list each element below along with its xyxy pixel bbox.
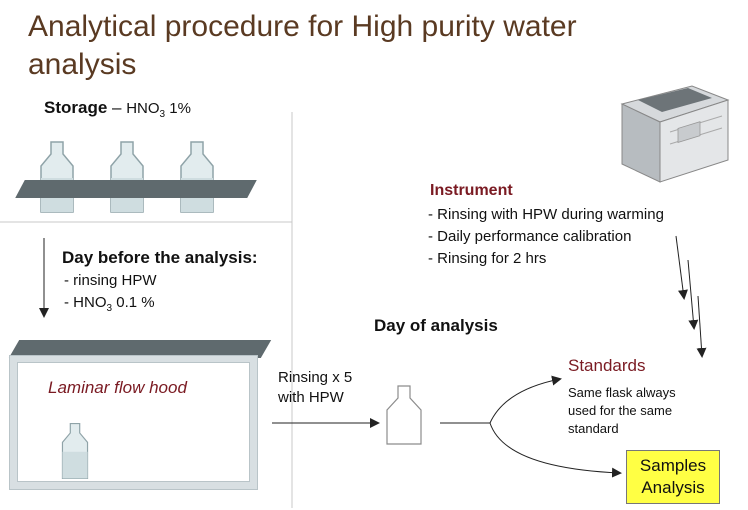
- storage-label: Storage – HNO3 1%: [44, 98, 191, 120]
- instrument-item-3: - Rinsing for 2 hrs: [428, 250, 547, 267]
- instrument-item-2: - Daily performance calibration: [428, 228, 632, 245]
- hood-label: Laminar flow hood: [48, 378, 187, 397]
- samples-analysis-box: Samples Analysis: [626, 450, 720, 504]
- storage-label-bold: Storage: [44, 98, 108, 117]
- rinsing-label: Rinsing x 5 with HPW: [278, 368, 352, 408]
- standards-title: Standards: [568, 356, 646, 375]
- storage-dash: –: [107, 98, 127, 117]
- storage-concentration: 1%: [165, 100, 191, 117]
- storage-bottle-2: [110, 141, 144, 213]
- standards-line-3: standard: [568, 421, 619, 436]
- standards-description: Same flask always used for the same stan…: [568, 384, 718, 438]
- day-before-title: Day before the analysis:: [62, 248, 258, 267]
- samples-line-2: Analysis: [641, 478, 705, 497]
- instrument-machine-icon: [620, 85, 730, 183]
- arrow-instrument-1: [675, 235, 688, 300]
- arrow-branch-to-standards: [489, 375, 562, 424]
- day-before-item-2: - HNO3 0.1 %: [64, 294, 155, 314]
- samples-line-1: Samples: [639, 456, 707, 475]
- storage-bottle-1: [40, 141, 74, 213]
- day-before-item-2-suffix: 0.1 %: [112, 294, 155, 311]
- page-title: Analytical procedure for High purity wat…: [28, 8, 668, 84]
- day-before-item-2-prefix: - HNO: [64, 294, 107, 311]
- rinsing-line-2: with HPW: [278, 389, 344, 406]
- title-line-1: Analytical procedure for High purity wat…: [28, 10, 577, 43]
- day-before-item-2-sub: 3: [106, 303, 113, 314]
- instrument-item-1: - Rinsing with HPW during warming: [428, 206, 664, 223]
- rinse-flask: [386, 385, 422, 445]
- arrow-branch-to-samples: [489, 422, 622, 478]
- storage-bottle-3: [180, 141, 214, 213]
- storage-hno: HNO: [126, 100, 160, 117]
- day-of-analysis-label: Day of analysis: [374, 316, 498, 335]
- arrow-instrument-3: [696, 295, 707, 358]
- rinsing-line-1: Rinsing x 5: [278, 369, 353, 386]
- instrument-title: Instrument: [430, 182, 513, 199]
- hood-bottle: [61, 422, 89, 480]
- standards-line-2: used for the same: [568, 403, 673, 418]
- storage-hno-sub: 3: [159, 109, 166, 120]
- arrow-instrument-2: [687, 259, 699, 330]
- laminar-flow-hood: [10, 356, 257, 489]
- standards-line-1: Same flask always: [568, 385, 676, 400]
- day-before-item-1: - rinsing HPW: [64, 272, 157, 289]
- title-line-2: analysis: [28, 48, 137, 81]
- storage-shelf: [15, 180, 257, 198]
